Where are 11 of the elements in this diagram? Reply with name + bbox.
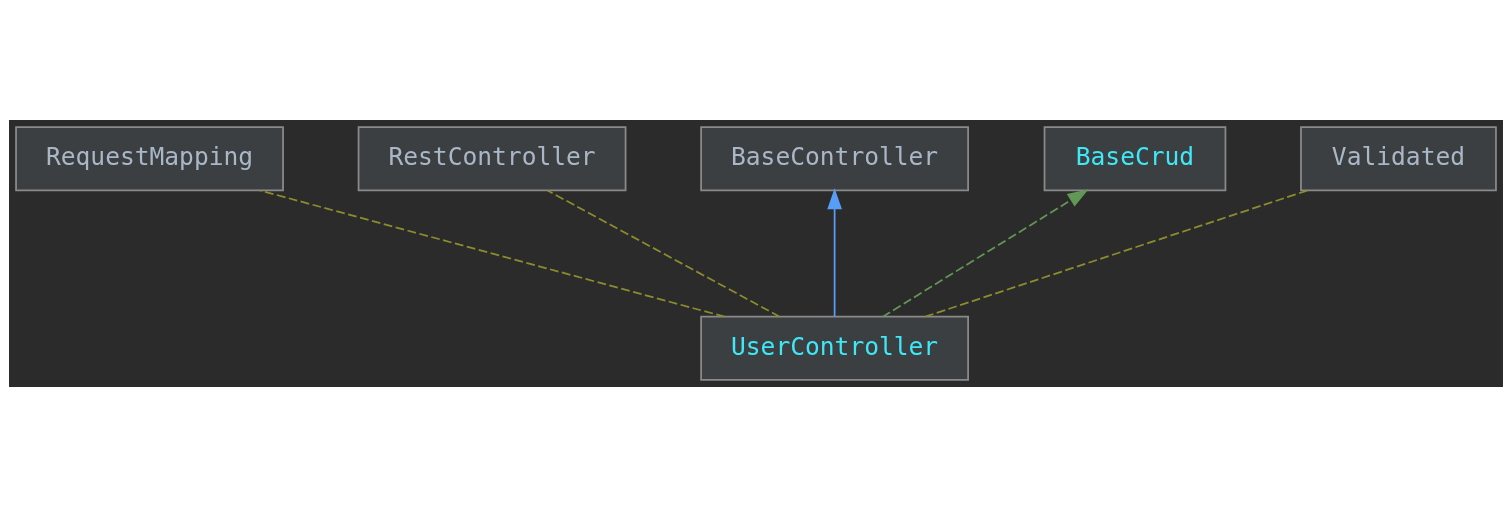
node-box: RestController [357, 126, 627, 192]
connector [924, 189, 1309, 318]
node-box: RequestMapping [15, 126, 284, 192]
node-box: BaseCrud [1043, 126, 1227, 192]
node-box: Validated [1300, 126, 1497, 192]
node-box: BaseController [700, 126, 969, 192]
connector [546, 189, 781, 318]
node-box: UserController [700, 315, 969, 381]
connector [259, 189, 726, 318]
arrow [827, 188, 842, 318]
arrow [882, 189, 1089, 318]
